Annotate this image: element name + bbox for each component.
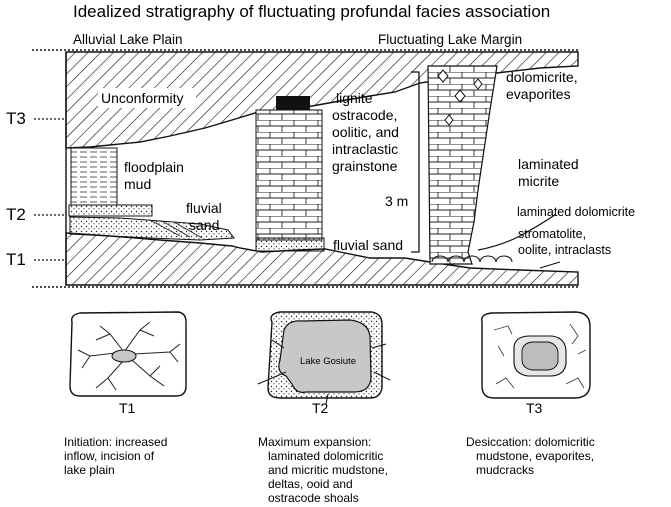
- map-t1-caption-line2: inflow, incision of: [64, 449, 155, 463]
- evaporites-label: evaporites: [506, 86, 571, 102]
- unconformity-label: Unconformity: [101, 90, 183, 106]
- oolite-intraclasts-label: oolite, intraclasts: [518, 243, 611, 257]
- map-t2-caption-line5: ostracode shoals: [268, 491, 359, 505]
- thickness-label: 3 m: [385, 193, 408, 209]
- map-t3-caption-line3: mudcracks: [476, 463, 534, 477]
- laminated-dolomicrite-label: laminated dolomicrite: [517, 205, 635, 219]
- thickness-bracket: [411, 71, 420, 253]
- map-t1-caption-line1: Initiation: increased: [64, 435, 167, 449]
- map-t3-caption-line1: Desiccation: dolomicritic: [466, 435, 595, 449]
- map-t2: Lake Gosiute T2 Maximum expansion: lamin…: [257, 311, 391, 505]
- map-t1: T1 Initiation: increased inflow, incisio…: [64, 311, 187, 477]
- stromatolite-leader: [539, 261, 561, 269]
- evaporite-nodules: [437, 69, 483, 126]
- dolomicrite-label: dolomicrite,: [506, 69, 578, 85]
- micrite-label: micrite: [518, 173, 559, 189]
- map-t1-drainage: [77, 321, 181, 391]
- fluvial-label: fluvial: [186, 200, 222, 216]
- grainstone-label: grainstone: [332, 158, 398, 174]
- map-t2-caption-line3: and micritic mudstone,: [268, 463, 388, 477]
- map-t1-lake: [111, 349, 137, 363]
- floodplain-mud-column: [70, 147, 118, 206]
- map-t2-lake-name: Lake Gosiute: [300, 356, 356, 367]
- fluvial-sand-base: [255, 237, 325, 252]
- map-t2-label: T2: [312, 400, 329, 416]
- map-t2-lake: [278, 319, 372, 393]
- t1-marker: T1: [6, 250, 26, 269]
- map-t3-playa-inner: [521, 341, 559, 371]
- map-t2-caption-line4: deltas, ooid and: [268, 477, 353, 491]
- t3-marker: T3: [6, 109, 26, 128]
- mud-label: mud: [124, 176, 151, 192]
- cross-bedding: [149, 219, 203, 239]
- map-t2-caption-line1: Maximum expansion:: [258, 435, 371, 449]
- floodplain-label: floodplain: [124, 159, 184, 175]
- header-alluvial-lake-plain: Alluvial Lake Plain: [73, 32, 183, 47]
- map-t3: T3 Desiccation: dolomicritic mudstone, e…: [466, 311, 595, 477]
- map-t3-caption-line2: mudstone, evaporites,: [476, 449, 594, 463]
- header-fluctuating-lake-margin: Fluctuating Lake Margin: [378, 32, 522, 47]
- t2-sand-bed: [68, 204, 153, 217]
- laminated-label: laminated: [518, 156, 579, 172]
- map-t1-label: T1: [119, 400, 136, 416]
- map-t3-label: T3: [526, 400, 543, 416]
- figure-title: Idealized stratigraphy of fluctuating pr…: [73, 2, 550, 21]
- map-t1-caption-line3: lake plain: [64, 463, 115, 477]
- map-t2-inflows: [257, 339, 391, 405]
- sand-label: sand: [189, 217, 219, 233]
- t2-marker: T2: [6, 205, 26, 224]
- map-t3-mudcracks: [493, 323, 587, 389]
- map-t2-caption-line2: laminated dolomicritic: [268, 449, 383, 463]
- ostracode-label: ostracode,: [332, 107, 397, 123]
- fluvial-sand-label: fluvial sand: [333, 237, 403, 253]
- margin-curve: [477, 213, 557, 251]
- carbonate-column: [427, 65, 498, 265]
- stromatolite-domes: [431, 255, 513, 263]
- lignite-bed: [276, 96, 310, 110]
- fluvial-sand-lens: [69, 216, 235, 241]
- grainstone-column: [255, 109, 323, 241]
- oolitic-label: oolitic, and: [332, 124, 399, 140]
- lower-hatched-unit: [65, 232, 579, 286]
- stromatolite-label: stromatolite,: [518, 227, 586, 241]
- intraclastic-label: intraclastic: [332, 141, 398, 157]
- unconformity-label-bg: [98, 88, 196, 108]
- lignite-label: lignite: [336, 90, 373, 106]
